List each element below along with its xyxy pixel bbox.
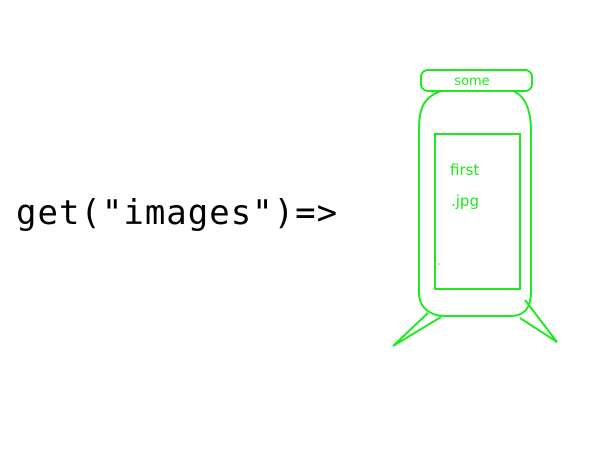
jar-body [418,90,532,317]
jar-lid [420,69,533,92]
file-name-line1: first [450,161,479,179]
jar-label-panel [434,133,521,290]
jar-right-leg [519,299,558,343]
jar-left-leg [392,312,442,347]
code-snippet: get("images")=> [16,193,339,233]
stray-dot [438,263,440,265]
file-name-line2: .jpg [451,192,479,210]
jar-lid-label: some [454,74,489,89]
